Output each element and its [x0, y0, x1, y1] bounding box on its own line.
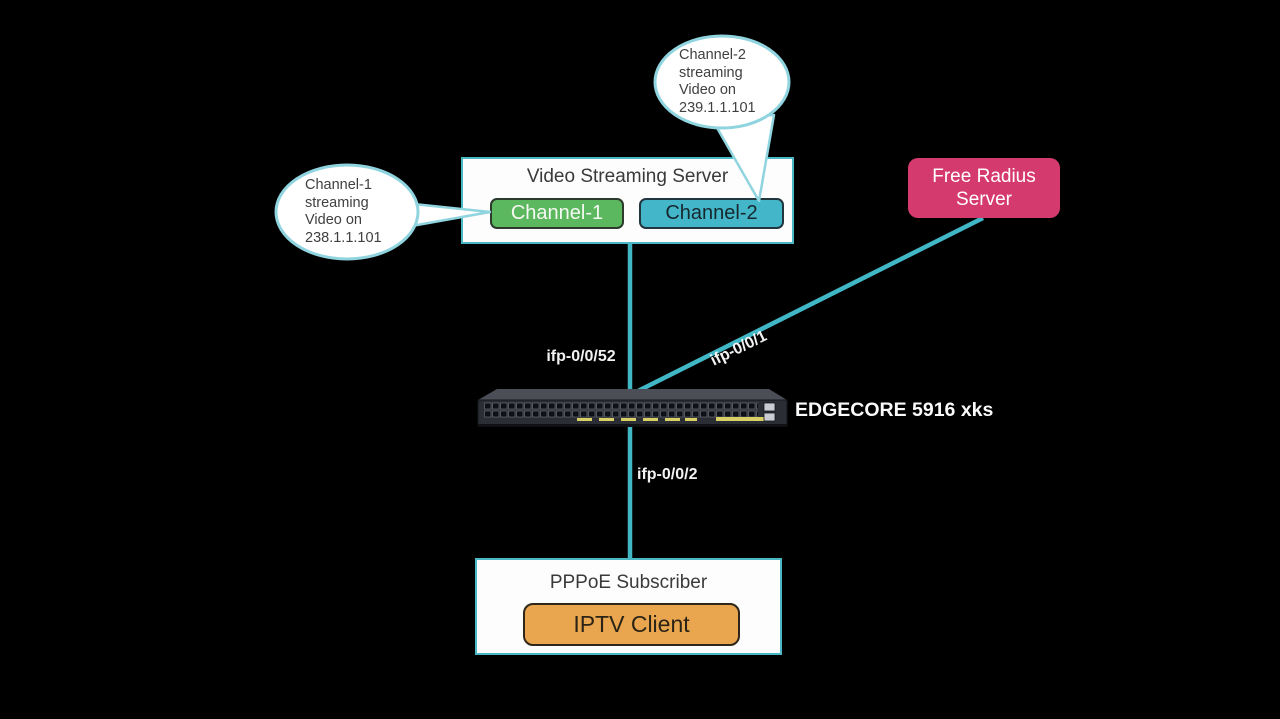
callout-line: 239.1.1.101 [679, 99, 756, 116]
callout-line: 238.1.1.101 [305, 229, 382, 246]
connector-radius-to-switch [634, 215, 985, 395]
channel-1-badge: Channel-1 [490, 198, 624, 229]
callout-line: Channel-1 [305, 177, 372, 193]
callout-line: Video on [679, 82, 736, 98]
iptv-client-badge: IPTV Client [523, 603, 740, 646]
pppoe-subscriber-title: PPPoE Subscriber [549, 572, 708, 593]
ifp-0-0-2-label: ifp-0/0/2 [637, 466, 698, 483]
edgecore-model-label: EDGECORE 5916 xks [795, 399, 994, 421]
free-radius-server-box: Free Radius Server [908, 158, 1060, 218]
callout-line: streaming [679, 64, 743, 81]
pppoe-subscriber-box: PPPoE Subscriber IPTV Client [475, 558, 782, 655]
ifp-0-0-1-label: ifp-0/0/1 [707, 327, 770, 370]
switch-image [477, 389, 788, 427]
channel-2-badge: Channel-2 [639, 198, 784, 229]
video-streaming-server-box: Video Streaming Server Channel-1 Channel… [461, 157, 794, 244]
callout-line: streaming [305, 194, 369, 211]
callout-text-channel2: Channel-2 streaming Video on 239.1.1.101 [679, 47, 779, 117]
video-server-title: Video Streaming Server [526, 166, 729, 187]
callout-line: Channel-2 [679, 47, 746, 63]
callout-text-channel1: Channel-1 streaming Video on 238.1.1.101 [305, 177, 405, 247]
callout-line: Video on [305, 212, 362, 228]
ifp-0-0-52-label: ifp-0/0/52 [546, 348, 616, 365]
